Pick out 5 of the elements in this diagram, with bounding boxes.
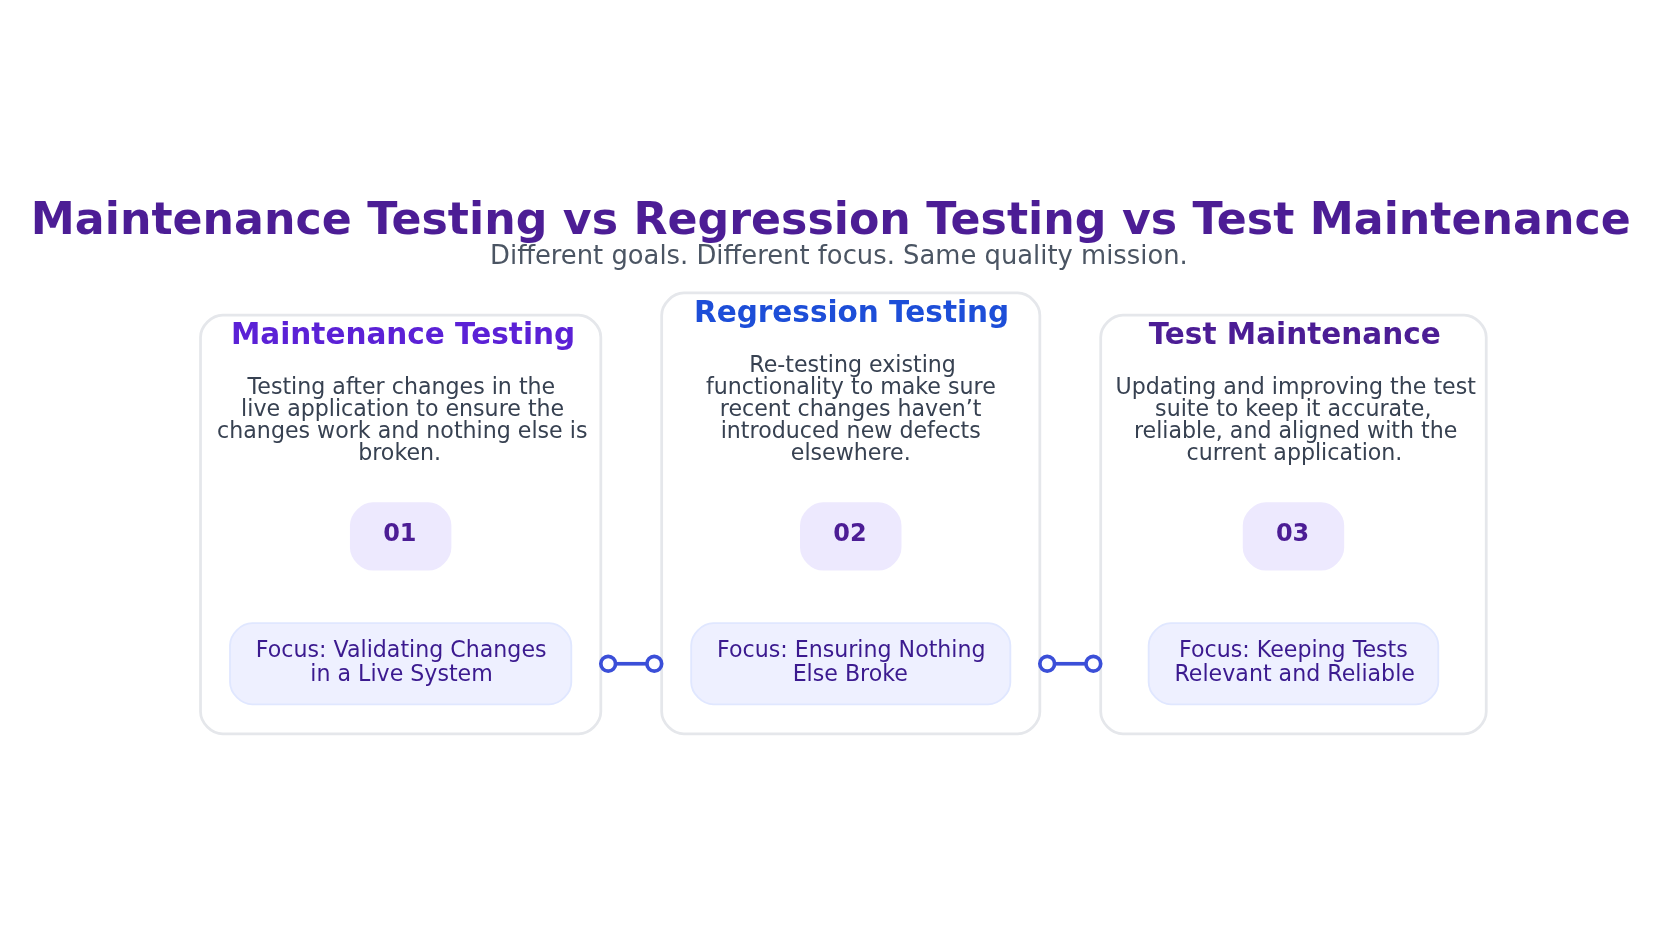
connector [1038,654,1103,673]
node-box: Focus: Ensuring Nothing Else Broke [690,621,1012,705]
node-box: Focus: Validating Changes in a Live System [229,621,573,705]
node-box: Focus: Keeping Tests Relevant and Reliable [1147,621,1440,705]
connector [598,654,664,673]
